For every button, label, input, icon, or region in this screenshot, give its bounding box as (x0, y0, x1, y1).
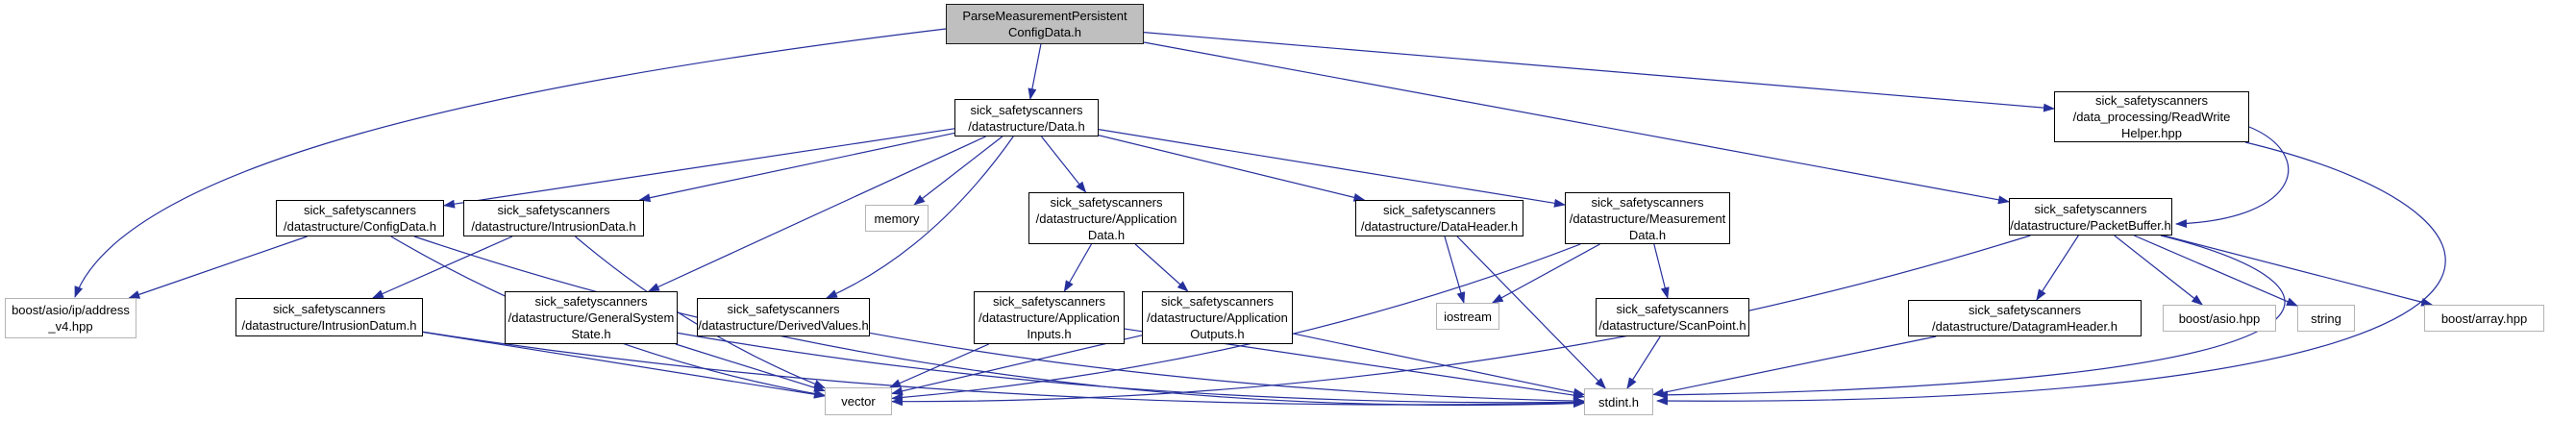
edge-measdata-to-scanpoint (1653, 243, 1670, 299)
node-addr-v4: boost/asio/ip/address _v4.hpp (5, 298, 136, 338)
edge-data-h-to-dataheader (1098, 135, 1366, 202)
node-scanpoint[interactable]: sick_safetyscanners /datastructure/ScanP… (1596, 298, 1749, 336)
edge-root-to-packetbuffer (1143, 41, 2010, 205)
node-generalsystemstate[interactable]: sick_safetyscanners /datastructure/Gener… (505, 291, 678, 344)
edge-data-h-to-derivedvalues (826, 136, 1014, 299)
edge-readwrite-to-packetbuffer (2175, 126, 2290, 229)
edge-configdata-to-addr-v4 (128, 236, 308, 299)
node-appinputs[interactable]: sick_safetyscanners /datastructure/Appli… (974, 291, 1125, 344)
edge-intrusiondata-to-intrusiondatum (371, 236, 513, 299)
edge-packetbuffer-to-vector (891, 235, 2031, 407)
node-stdint: stdint.h (1584, 388, 1653, 415)
node-configdata[interactable]: sick_safetyscanners /datastructure/Confi… (276, 200, 444, 236)
edge-intrusiondatum-to-vector (422, 331, 826, 399)
edge-root-to-data-h (1028, 43, 1042, 100)
node-datagramheader[interactable]: sick_safetyscanners /datastructure/Datag… (1908, 300, 2142, 336)
edge-dataheader-to-iostream (1444, 236, 1466, 304)
edge-dataheader-to-stdint (1456, 236, 1607, 389)
edge-scanpoint-to-stdint (1626, 335, 1661, 389)
edge-intrusiondata-to-vector (575, 236, 826, 389)
node-iostream: iostream (1436, 303, 1499, 330)
edge-packetbuffer-to-boost-array (2163, 235, 2434, 307)
edge-packetbuffer-to-string (2134, 235, 2298, 307)
edge-appdata-to-appinputs (1063, 243, 1093, 292)
edge-data-h-to-appdata (1041, 136, 1087, 193)
edge-appdata-to-appoutputs (1134, 243, 1189, 292)
edge-data-h-to-memory (913, 136, 1003, 206)
edge-derivedvalues-to-stdint (869, 332, 1585, 406)
edge-data-h-to-measdata (1098, 129, 1566, 208)
node-packetbuffer[interactable]: sick_safetyscanners /datastructure/Packe… (2009, 198, 2172, 236)
edge-data-h-to-generalsystemstate (647, 136, 986, 292)
node-intrusiondatum[interactable]: sick_safetyscanners /datastructure/Intru… (235, 298, 423, 336)
edge-readwrite-to-stdint (1656, 141, 2446, 406)
edge-datagramheader-to-stdint (1652, 335, 1937, 397)
node-dataheader[interactable]: sick_safetyscanners /datastructure/DataH… (1355, 200, 1523, 236)
edge-packetbuffer-to-boost-asio (2114, 235, 2204, 306)
edge-measdata-to-iostream (1491, 243, 1600, 304)
edge-root-to-addr-v4 (74, 28, 947, 298)
node-string: string (2297, 305, 2355, 332)
edge-appinputs-to-vector (889, 343, 990, 388)
edge-generalsystemstate-to-vector (675, 343, 826, 392)
edge-appoutputs-to-stdint (1292, 333, 1585, 397)
node-intrusiondata[interactable]: sick_safetyscanners /datastructure/Intru… (463, 200, 644, 236)
node-root: ParseMeasurementPersistent ConfigData.h (946, 4, 1144, 44)
edge-generalsystemstate-to-stdint (677, 332, 1585, 408)
node-data-h[interactable]: sick_safetyscanners /datastructure/Data.… (954, 99, 1099, 137)
node-boost-asio: boost/asio.hpp (2163, 305, 2276, 332)
edge-data-h-to-configdata (443, 128, 955, 209)
node-appdata[interactable]: sick_safetyscanners /datastructure/Appli… (1028, 192, 1184, 244)
node-appoutputs[interactable]: sick_safetyscanners /datastructure/Appli… (1142, 291, 1293, 344)
node-vector: vector (825, 387, 892, 415)
node-measdata[interactable]: sick_safetyscanners /datastructure/Measu… (1565, 192, 1730, 244)
edge-appoutputs-to-vector (891, 335, 1143, 396)
edge-root-to-readwrite (1143, 32, 2055, 112)
node-boost-array: boost/array.hpp (2424, 305, 2544, 332)
node-derivedvalues[interactable]: sick_safetyscanners /datastructure/Deriv… (697, 298, 870, 336)
edge-data-h-to-intrusiondata (638, 132, 955, 203)
node-memory: memory (865, 205, 929, 232)
edge-intrusiondatum-to-stdint (422, 331, 1585, 408)
node-readwrite[interactable]: sick_safetyscanners /data_processing/Rea… (2054, 91, 2249, 142)
edge-packetbuffer-to-datagramheader (2036, 235, 2079, 301)
